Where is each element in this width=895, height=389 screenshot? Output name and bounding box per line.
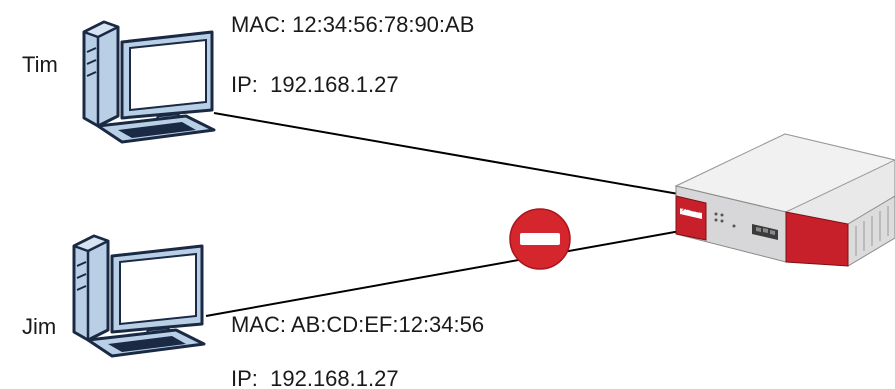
link-jim-router (205, 229, 687, 317)
host-ip-tim: IP: 192.168.1.27 (231, 72, 399, 97)
blocked-icon (509, 208, 571, 270)
link-tim-router (213, 112, 691, 197)
router-icon (674, 133, 895, 267)
host-ip-jim: IP: 192.168.1.27 (231, 366, 399, 389)
host-name-jim: Jim (22, 314, 57, 339)
desktop-computer-icon (72, 234, 206, 358)
host-mac-jim: MAC: AB:CD:EF:12:34:56 (231, 312, 485, 337)
host-name-tim: Tim (22, 52, 58, 77)
desktop-computer-icon (82, 20, 216, 144)
host-mac-tim: MAC: 12:34:56:78:90:AB (231, 12, 475, 37)
